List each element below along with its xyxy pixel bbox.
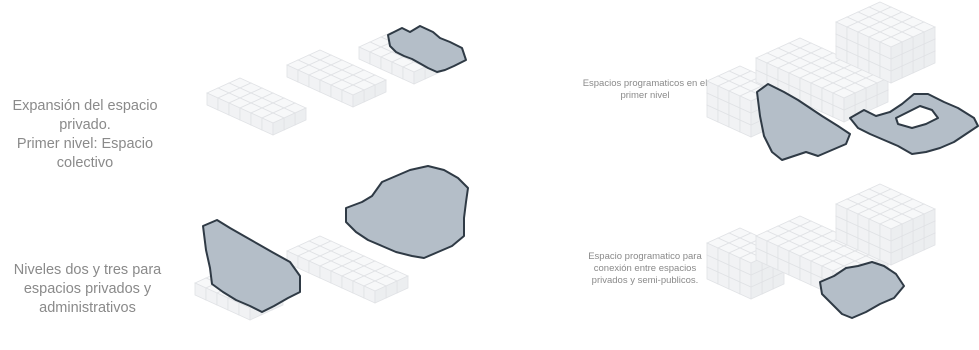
highlight-connection	[819, 261, 905, 319]
caption-programmatic-first-level: Espacios programaticos en el primer nive…	[560, 78, 730, 102]
caption-private-space-expansion: Expansión del espacio privado. Primer ni…	[0, 97, 170, 173]
cube-module	[879, 36, 903, 60]
caption-line: espacios privados y	[23, 281, 152, 297]
cube-module	[261, 112, 285, 136]
caption-line: Primer nivel: Espacio	[16, 136, 154, 152]
caption-line: Espacio programatico para	[588, 251, 702, 262]
caption-line: Espacios programaticos en el	[582, 78, 708, 89]
highlight-upper-block	[345, 165, 469, 259]
highlight-private-expansion	[387, 25, 467, 73]
caption-line: privados y semi-publicos.	[591, 275, 699, 286]
highlight-left-wing	[756, 83, 851, 161]
caption-connection-space: Espacio programatico para conexión entre…	[560, 251, 730, 287]
cube-module	[879, 218, 903, 242]
highlight-u-shape	[849, 93, 979, 155]
cube-module	[363, 280, 387, 304]
caption-line: primer nivel	[620, 90, 670, 101]
caption-line: conexión entre espacios	[593, 263, 697, 274]
caption-line: Expansión del espacio	[12, 98, 158, 114]
caption-levels-two-three: Niveles dos y tres para espacios privado…	[0, 261, 175, 318]
caption-line: privado.	[59, 117, 111, 133]
highlight-tower-mass	[202, 219, 301, 313]
caption-line: administrativos	[39, 300, 136, 316]
cube-module	[832, 87, 856, 111]
caption-line: Niveles dos y tres para	[13, 262, 162, 278]
caption-line: colectivo	[56, 155, 114, 171]
cube-module	[341, 84, 365, 108]
